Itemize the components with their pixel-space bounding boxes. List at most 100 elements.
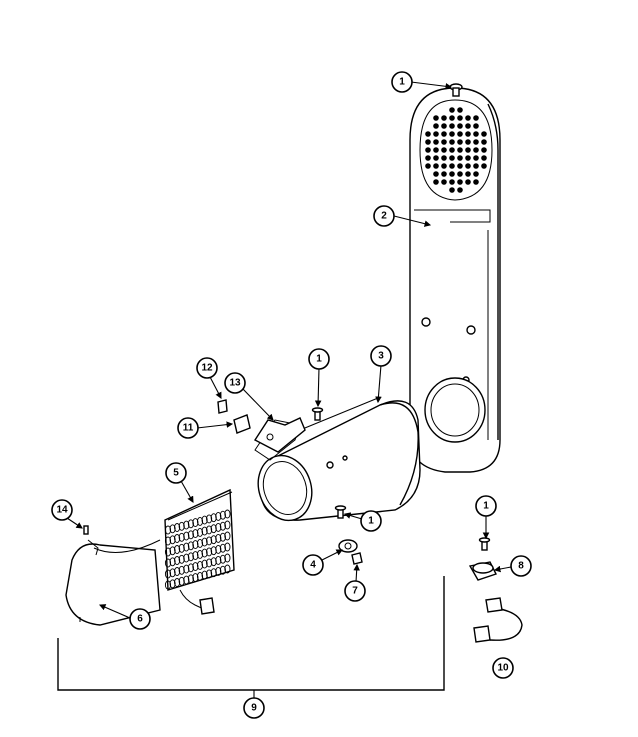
vent-hole: [425, 155, 431, 161]
exhaust-duct: [409, 87, 501, 473]
coil-turn: [192, 573, 199, 583]
callout-5: 5: [165, 462, 187, 484]
svg-text:14: 14: [56, 505, 68, 516]
coil-turn: [210, 524, 217, 534]
coil-turn: [174, 567, 181, 576]
coil-turn: [192, 551, 199, 561]
coil-turn: [210, 513, 217, 523]
vent-hole: [433, 115, 439, 121]
coil-turn: [206, 514, 213, 524]
callout-9: 9: [243, 697, 265, 719]
coil-turn: [183, 553, 190, 563]
screw-right: [478, 537, 491, 551]
coil-turn: [174, 534, 181, 543]
vent-hole: [441, 115, 447, 121]
svg-text:4: 4: [310, 560, 316, 571]
coil-turn: [201, 526, 208, 536]
callout-7: 7: [344, 580, 366, 602]
vent-hole: [441, 179, 447, 185]
vent-hole: [441, 163, 447, 169]
coil-turn: [196, 538, 204, 548]
coil-turn: [183, 531, 190, 541]
svg-text:10: 10: [497, 663, 509, 674]
coil-turn: [169, 524, 176, 534]
vent-hole: [433, 171, 439, 177]
coil-turn: [178, 532, 185, 542]
coil-turn: [224, 509, 231, 519]
coil-turn: [201, 570, 208, 580]
callout-8: 8: [510, 555, 532, 577]
coil-turn: [210, 546, 217, 556]
coil-turn: [196, 571, 204, 581]
vent-hole: [457, 123, 463, 129]
coil-turn: [178, 521, 185, 531]
vent-hole: [457, 187, 463, 193]
coil-turn: [206, 569, 213, 579]
callout-13: 13: [224, 372, 246, 394]
vent-hole: [449, 115, 455, 121]
svg-text:8: 8: [518, 561, 524, 572]
svg-text:11: 11: [183, 423, 194, 434]
callout-4: 4: [302, 554, 324, 576]
coil-turn: [174, 523, 181, 532]
vent-hole: [441, 171, 447, 177]
coil-turn: [187, 530, 194, 540]
coil-turn: [201, 548, 208, 558]
vent-hole: [481, 147, 487, 153]
vent-hole: [425, 139, 431, 145]
vent-hole: [441, 155, 447, 161]
coil-turn: [206, 536, 213, 546]
coil-turn: [187, 574, 194, 584]
callout-14: 14: [51, 499, 73, 521]
coil-turn: [178, 576, 185, 586]
coil-turn: [178, 565, 185, 575]
vent-hole: [465, 131, 471, 137]
svg-text:3: 3: [378, 351, 384, 362]
vent-hole: [465, 171, 471, 177]
svg-text:6: 6: [137, 614, 143, 625]
coil-turn: [178, 543, 185, 553]
vent-hole: [425, 147, 431, 153]
callout-1-low: 1: [360, 510, 382, 532]
vent-hole: [433, 123, 439, 129]
coil-turn: [164, 525, 172, 535]
coil-turn: [210, 568, 217, 578]
vent-hole: [457, 131, 463, 137]
coil-turn: [187, 541, 194, 551]
coil-turn: [183, 520, 190, 530]
hi-limit-connector: [351, 552, 363, 565]
coil-turn: [215, 533, 222, 543]
vent-hole: [457, 147, 463, 153]
coil-turn: [164, 569, 172, 579]
svg-text:12: 12: [201, 363, 213, 374]
coil-turn: [178, 554, 185, 564]
vent-hole: [433, 139, 439, 145]
coil-turn: [210, 557, 217, 567]
vent-hole: [473, 139, 479, 145]
screw-shield: [83, 525, 89, 535]
coil-turn: [192, 562, 199, 572]
thermal-fuse: [468, 561, 497, 581]
coil-turn: [219, 521, 226, 531]
screw-low: [334, 505, 347, 519]
vent-hole: [473, 155, 479, 161]
vent-hole: [457, 107, 463, 113]
vent-hole: [441, 131, 447, 137]
coil-turn: [187, 552, 194, 562]
coil-turn: [187, 563, 194, 573]
mounting-plate: [233, 414, 251, 434]
coil-turn: [210, 535, 217, 545]
vent-hole: [457, 139, 463, 145]
vent-hole: [473, 115, 479, 121]
coil-turn: [164, 536, 172, 546]
coil-turn: [164, 580, 172, 590]
coil-turn: [219, 510, 226, 520]
vent-hole: [457, 115, 463, 121]
vent-hole: [449, 187, 455, 193]
coil-turn: [215, 566, 222, 576]
callout-1-right: 1: [475, 495, 497, 517]
vent-hole: [465, 115, 471, 121]
svg-text:7: 7: [352, 586, 358, 597]
callout-1-mid: 1: [308, 348, 330, 370]
vent-hole: [449, 131, 455, 137]
